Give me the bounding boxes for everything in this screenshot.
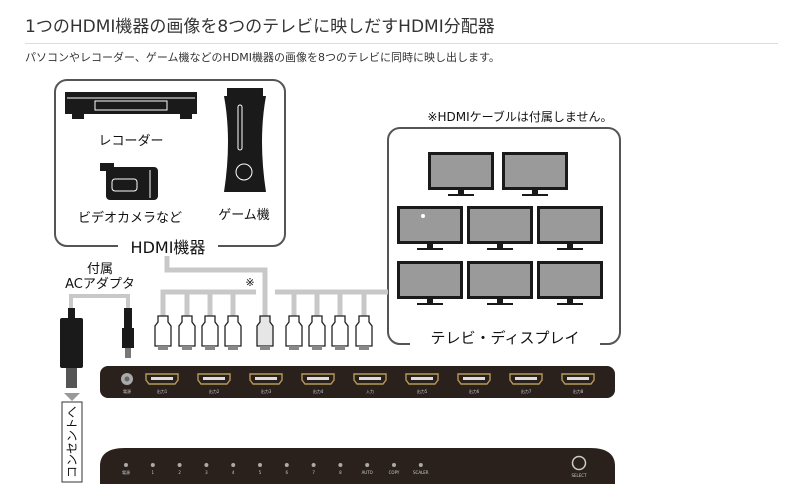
camera-label: ビデオカメラなど — [78, 210, 182, 226]
cable-not-included-note: ※HDMIケーブルは付属しません。 — [427, 109, 612, 124]
port-label: 入力 — [366, 388, 374, 394]
led-label: AUTO — [362, 470, 373, 475]
status-led — [392, 463, 396, 467]
hdmi-plug-icon — [355, 315, 373, 350]
port-label: 出力6 — [469, 388, 480, 394]
led-label: 4 — [232, 470, 235, 475]
led-label: 2 — [178, 470, 181, 475]
led-label: 8 — [339, 470, 342, 475]
port-label: 出力8 — [573, 388, 584, 394]
tv-icon — [502, 152, 568, 196]
camera-icon — [100, 163, 158, 200]
status-led — [284, 463, 289, 467]
led-label: 5 — [259, 470, 262, 475]
hdmi-plugs — [154, 315, 373, 350]
hdmi-plug-icon — [178, 315, 196, 350]
port-label: 出力7 — [521, 388, 532, 394]
tv-grid — [397, 152, 603, 305]
hdmi-plug-icon — [331, 315, 349, 350]
led-label: 7 — [312, 470, 315, 475]
recorder-label: レコーダー — [98, 134, 163, 149]
status-led — [418, 463, 423, 467]
hdmi-cables — [160, 256, 388, 316]
hdmi-plug-icon — [154, 315, 172, 350]
port-label: 電源 — [123, 388, 131, 394]
status-led — [338, 463, 343, 467]
title-divider — [25, 43, 778, 44]
port-label: 出力5 — [417, 388, 428, 394]
status-led — [150, 463, 155, 467]
led-label: 3 — [205, 470, 208, 475]
status-led — [177, 463, 182, 467]
status-led — [311, 463, 316, 467]
port-label: 出力1 — [157, 388, 168, 394]
status-led — [365, 463, 370, 467]
cable-note-mark: ※ — [245, 276, 254, 289]
hdmi-plug-icon — [256, 315, 274, 350]
hdmi-devices-label: HDMI機器 — [131, 238, 206, 257]
tv-icon — [397, 206, 463, 250]
game-label: ゲーム機 — [218, 208, 270, 223]
status-led — [124, 463, 128, 467]
status-led — [258, 463, 262, 467]
outlet-label: コンセントへ — [65, 406, 79, 478]
port-label: 出力4 — [313, 388, 324, 394]
tv-icon — [537, 261, 603, 305]
recorder-icon — [65, 92, 197, 119]
adapter-label-line1: 付属 — [87, 262, 113, 277]
status-led — [204, 463, 209, 467]
status-led — [231, 463, 236, 467]
tv-icon — [467, 261, 533, 305]
splitter-front-panel — [100, 448, 615, 484]
hdmi-plug-icon — [308, 315, 326, 350]
port-label: 出力2 — [209, 388, 220, 394]
page-title: 1つのHDMI機器の画像を8つのテレビに映しだすHDMI分配器 — [25, 17, 495, 37]
displays-label: テレビ・ディスプレイ — [431, 329, 580, 347]
hdmi-plug-icon — [201, 315, 219, 350]
hdmi-plug-icon — [224, 315, 242, 350]
outlet-box — [61, 401, 83, 483]
led-label: 6 — [286, 470, 289, 475]
tv-icon — [467, 206, 533, 250]
page-subtitle: パソコンやレコーダー、ゲーム機などのHDMI機器の画像を8つのテレビに同時に映し… — [25, 51, 500, 64]
hdmi-plug-icon — [285, 315, 303, 350]
led-label: SCALER — [413, 470, 429, 475]
led-label: COPY — [389, 470, 400, 475]
tv-icon — [537, 206, 603, 250]
adapter-label-line2: ACアダプタ — [65, 277, 135, 292]
select-button-label: SELECT — [571, 473, 587, 478]
select-button[interactable] — [571, 455, 587, 471]
port-label: 出力3 — [261, 388, 272, 394]
led-label: 1 — [152, 470, 155, 475]
led-label: 電源 — [122, 469, 130, 475]
ac-adapter-icon — [60, 294, 134, 401]
tv-icon — [428, 152, 494, 196]
game-console-icon — [224, 88, 266, 192]
tv-icon — [397, 261, 463, 305]
